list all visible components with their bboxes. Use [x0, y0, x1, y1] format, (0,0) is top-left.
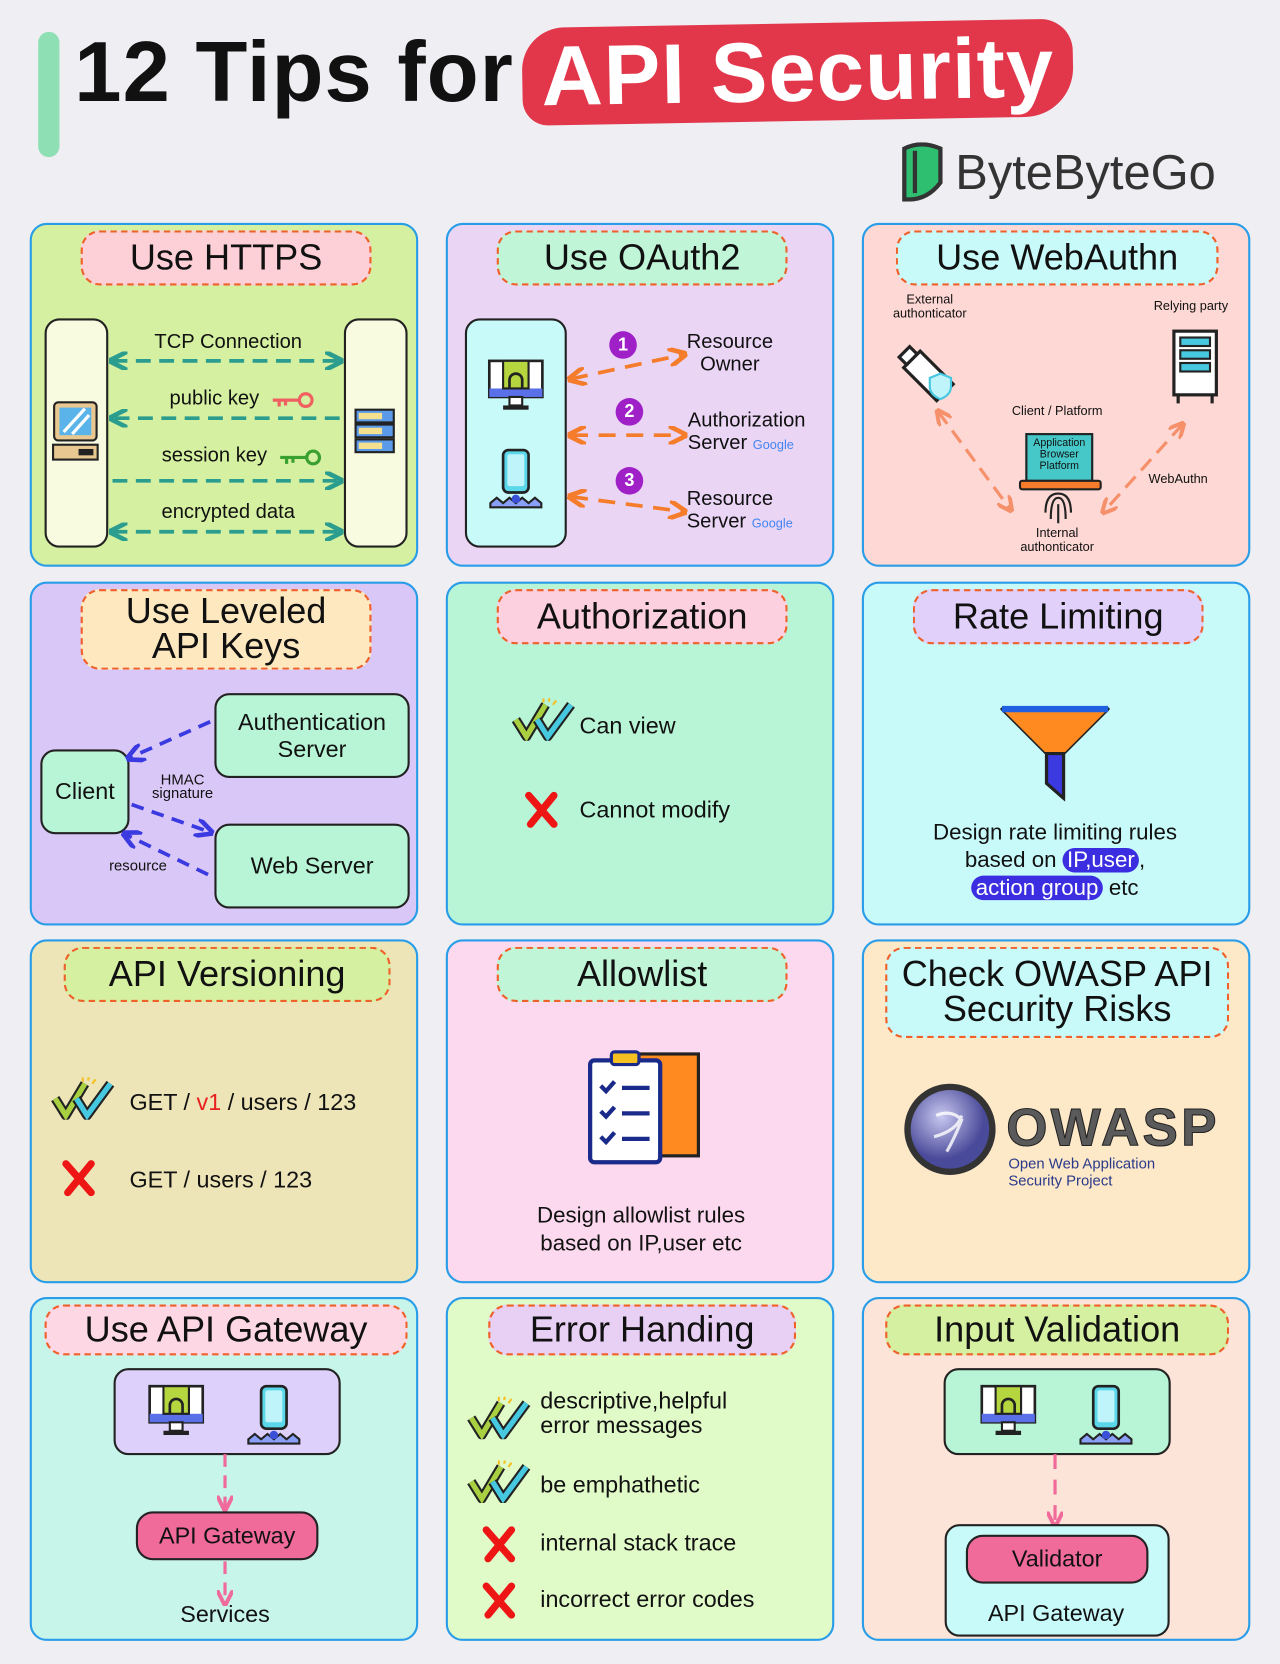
encrypted-data-label: encrypted data: [161, 500, 295, 524]
fingerprint-icon: [1044, 492, 1073, 524]
card-rate-limiting: Rate Limiting Design rate limiting rules…: [861, 581, 1251, 926]
web-server-node: Web Server: [214, 823, 410, 909]
card-authorization: Authorization Can view Cannot modify: [445, 581, 835, 926]
card-api-gateway: Use API Gateway API Gateway Services: [29, 1297, 419, 1641]
server-rack-icon: [1172, 329, 1218, 404]
card-title: API Versioning: [63, 946, 391, 1002]
oauth-arrows: [448, 225, 832, 565]
owasp-logo-icon: [904, 1083, 996, 1175]
unversioned-endpoint: GET / users / 123: [129, 1166, 313, 1194]
cross-icon: [57, 1160, 99, 1196]
client-platform-label: Client / Platform: [1011, 403, 1103, 419]
relying-party-label: Relying party: [1153, 298, 1229, 314]
double-check-icon: [467, 1460, 531, 1502]
leveled-arrows: [32, 720, 416, 877]
card-title: Rate Limiting: [912, 589, 1204, 645]
card-title: Use HTTPS: [80, 230, 372, 286]
tcp-label: TCP Connection: [154, 331, 303, 354]
card-title: Input Validation: [885, 1304, 1230, 1356]
cross-icon: [520, 792, 562, 828]
api-gateway-label: API Gateway: [987, 1599, 1125, 1627]
double-check-icon: [467, 1397, 531, 1439]
accent-bar: [38, 31, 60, 158]
resource-label: resource: [109, 856, 167, 874]
computer-icon: [52, 401, 99, 461]
error-tip-error-codes: incorrect error codes: [540, 1585, 755, 1613]
step-1-badge: 1: [609, 331, 637, 359]
step-2-badge: 2: [615, 398, 644, 426]
card-title: Use OAuth2: [496, 230, 788, 286]
versioned-endpoint: GET / v1 / users / 123: [129, 1088, 357, 1116]
owasp-wordmark: OWASP: [1006, 1097, 1220, 1157]
funnel-icon: [1000, 705, 1110, 802]
security-key-icon: [896, 344, 956, 403]
can-view-label: Can view: [579, 712, 676, 739]
clipboard-icon: [588, 1050, 700, 1165]
step-3-badge: 3: [615, 467, 644, 495]
cross-icon: [478, 1583, 520, 1619]
webauthn-arrows: [864, 225, 1248, 565]
card-title: Use WebAuthn: [895, 230, 1219, 286]
services-label: Services: [180, 1600, 270, 1628]
double-check-icon: [51, 1077, 115, 1119]
title-highlight: API Security: [521, 18, 1075, 126]
public-key-label: public key: [169, 387, 260, 410]
validator-node: Validator: [965, 1534, 1149, 1584]
cross-icon: [478, 1526, 520, 1562]
error-tip-stack-trace: internal stack trace: [540, 1529, 737, 1557]
cannot-modify-label: Cannot modify: [579, 796, 731, 823]
error-tip-empathetic: be emphathetic: [540, 1471, 700, 1498]
bytebytego-logo-icon: [902, 142, 943, 202]
card-title: Error Handing: [488, 1304, 797, 1356]
client-node: Client: [40, 749, 130, 835]
gateway-arrows: [32, 1454, 416, 1639]
google-logo: Google: [752, 437, 794, 453]
https-arrows: [32, 225, 416, 565]
green-key-icon: [280, 449, 322, 466]
card-api-versioning: API Versioning GET / v1 / users / 123 GE…: [29, 939, 419, 1284]
double-check-icon: [512, 698, 576, 740]
action-group-highlight: action group: [971, 875, 1103, 900]
red-key-icon: [272, 392, 314, 409]
ip-user-highlight: IP,user: [1062, 848, 1140, 873]
session-key-label: session key: [161, 444, 268, 468]
card-use-https: Use HTTPS TCP Connection public key sess…: [29, 222, 419, 567]
server-icon: [354, 408, 395, 454]
client-devices-box: [464, 318, 567, 548]
google-logo: Google: [751, 515, 793, 531]
bytebytego-logo: ByteByteGo: [900, 142, 1216, 202]
validation-arrow: [864, 1454, 1248, 1639]
card-input-validation: Input Validation Validator API Gateway: [861, 1297, 1251, 1641]
card-title: Use API Gateway: [44, 1304, 408, 1356]
card-title: Allowlist: [496, 946, 788, 1002]
card-title: Authorization: [496, 589, 788, 645]
api-gateway-node: API Gateway: [135, 1511, 319, 1561]
